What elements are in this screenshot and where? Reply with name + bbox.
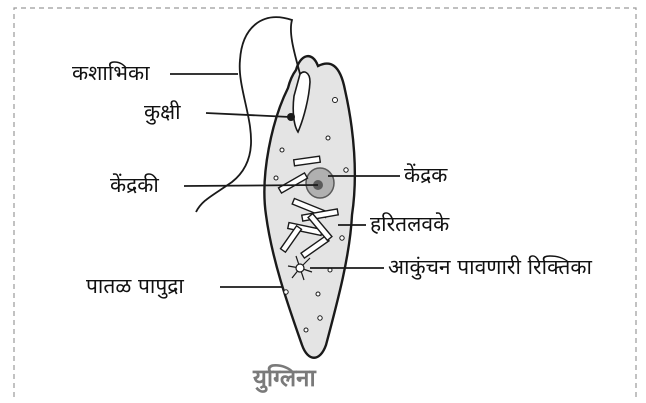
euglena-cell <box>196 17 355 358</box>
label-nucleolus: केंद्रकी <box>110 175 159 196</box>
label-contractile-vacuole: आकुंचन पावणारी रिक्तिका <box>388 257 592 278</box>
label-chloroplasts: हरितलवके <box>370 214 449 235</box>
label-gullet: कुक्षी <box>144 102 181 123</box>
label-nucleus: केंद्रक <box>404 165 447 186</box>
label-flagellum: कशाभिका <box>72 63 150 84</box>
diagram-title: युग्लिना <box>253 366 316 390</box>
leader-nucleolus <box>184 185 318 186</box>
label-pellicle: पातळ पापुद्रा <box>86 276 184 297</box>
